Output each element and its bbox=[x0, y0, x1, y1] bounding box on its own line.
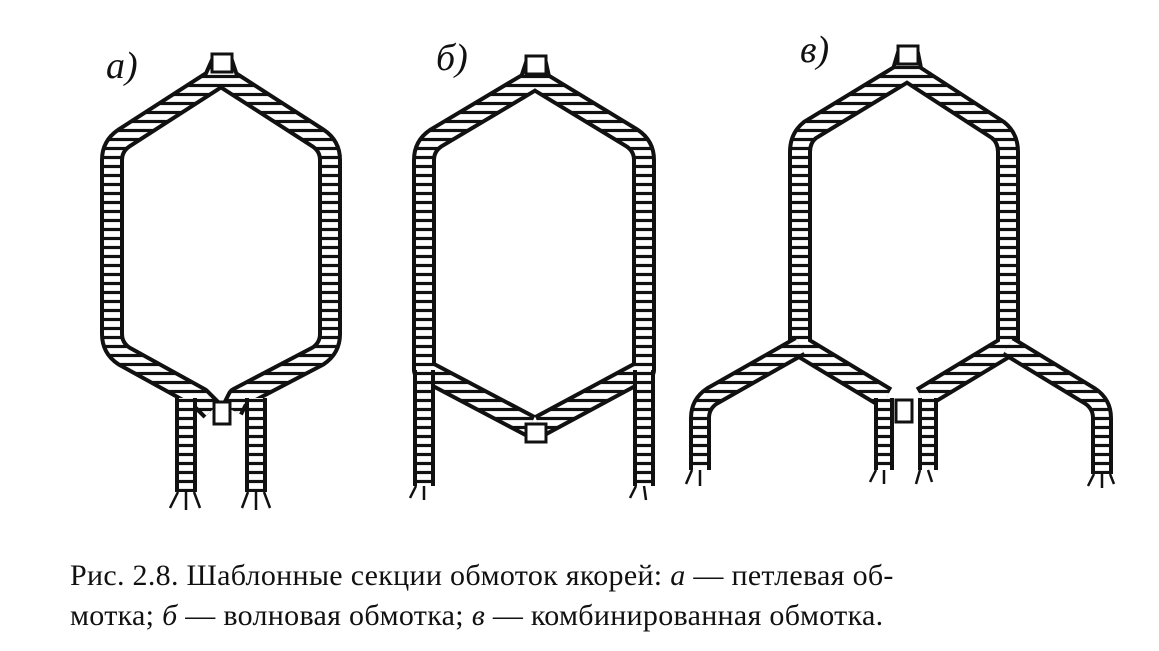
panel-label-b: б) bbox=[436, 37, 468, 79]
panel-label-a: а) bbox=[106, 45, 138, 87]
winding-figure bbox=[100, 44, 1116, 510]
panel-label-c: в) bbox=[800, 29, 830, 71]
caption-var-b: б bbox=[162, 599, 178, 632]
caption-line-1: Рис. 2.8. Шаблонные секции обмоток якоре… bbox=[70, 556, 1140, 596]
coil-wave-winding bbox=[408, 54, 656, 501]
caption-var-a: а bbox=[670, 559, 686, 592]
caption-text: — комбинированная обмотка. bbox=[485, 599, 884, 632]
caption-var-c: в bbox=[471, 599, 486, 632]
caption-text: Рис. 2.8. Шаблонные секции обмоток якоре… bbox=[70, 559, 671, 592]
coil-loop-winding bbox=[100, 52, 342, 510]
caption-text: мотка; bbox=[70, 599, 163, 632]
figure-caption: Рис. 2.8. Шаблонные секции обмоток якоре… bbox=[70, 556, 1140, 636]
caption-text: — петлевая об- bbox=[685, 559, 894, 592]
coil-combined-winding bbox=[684, 44, 1116, 488]
caption-line-2: мотка; б — волновая обмотка; в — комбини… bbox=[70, 596, 1140, 636]
caption-text: — волновая обмотка; bbox=[177, 599, 472, 632]
